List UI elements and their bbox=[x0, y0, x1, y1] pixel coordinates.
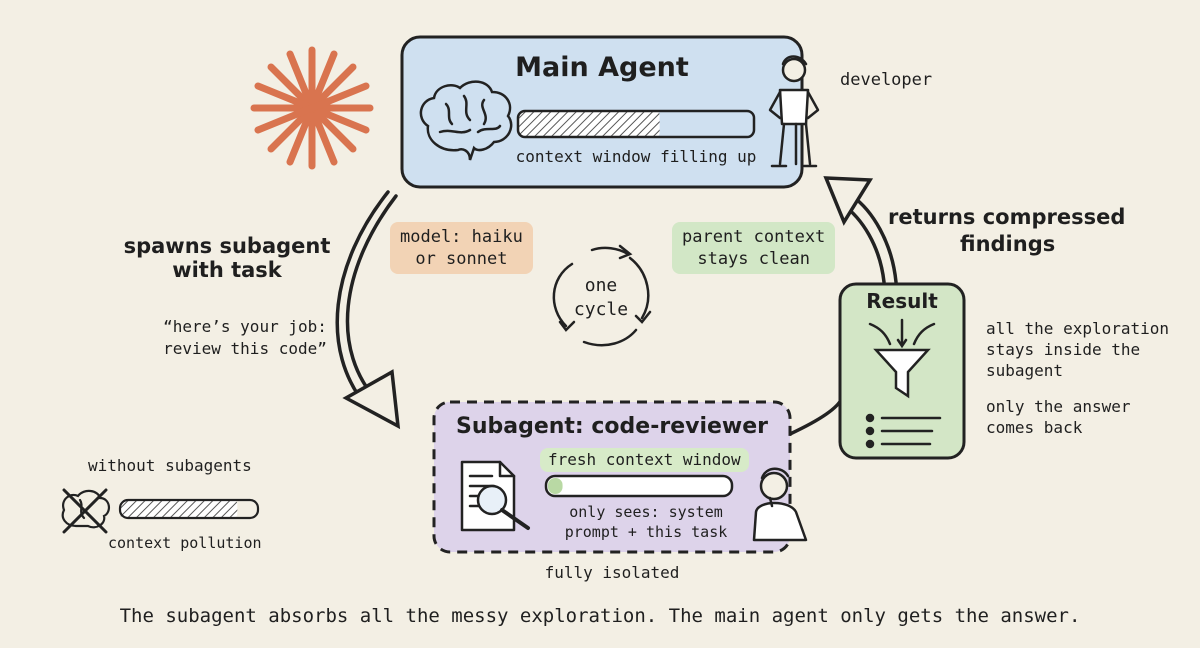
subagent-context-bar bbox=[544, 474, 734, 498]
parent-context-note: parent context stays clean bbox=[672, 222, 836, 274]
subagent-title: Subagent: code-reviewer bbox=[455, 414, 769, 439]
starburst-icon bbox=[250, 46, 374, 170]
spawn-label: spawns subagent with task bbox=[120, 234, 334, 282]
model-note: model: haiku or sonnet bbox=[390, 222, 533, 274]
fresh-context-label: fresh context window bbox=[540, 448, 749, 472]
isolation-caption: fully isolated bbox=[544, 563, 680, 582]
answer-note-line-2: comes back bbox=[986, 418, 1083, 437]
answer-note: only the answer comes back bbox=[986, 396, 1131, 438]
parent-note-line-1: parent context bbox=[682, 227, 826, 247]
cycle-label: one cycle bbox=[566, 274, 636, 322]
main-context-caption: context window filling up bbox=[515, 147, 757, 166]
developer-figure-icon bbox=[768, 55, 820, 168]
exploration-note-line-2: stays inside the bbox=[986, 340, 1141, 359]
job-quote: “here’s your job: review this code” bbox=[150, 316, 340, 360]
spawn-label-line-1: spawns subagent bbox=[123, 234, 331, 258]
funnel-icon bbox=[868, 318, 936, 399]
sees-note-line-1: only sees: system bbox=[569, 503, 723, 521]
returns-label-line-2: findings bbox=[960, 232, 1056, 256]
without-subagents-label: without subagents bbox=[88, 456, 252, 475]
return-arrow bbox=[788, 176, 898, 436]
returns-label-line-1: returns compressed bbox=[888, 205, 1126, 229]
developer-label: developer bbox=[840, 70, 933, 90]
brain-icon bbox=[419, 80, 513, 161]
answer-note-line-1: only the answer bbox=[986, 397, 1131, 416]
spawn-arrow bbox=[335, 190, 401, 430]
sees-note: only sees: system prompt + this task bbox=[556, 502, 736, 542]
spawn-label-line-2: with task bbox=[172, 258, 282, 283]
document-search-icon bbox=[460, 460, 530, 532]
cycle-label-line-2: cycle bbox=[573, 299, 629, 320]
findings-list-icon bbox=[865, 413, 942, 449]
main-context-bar bbox=[516, 109, 756, 139]
cycle-label-line-1: one bbox=[584, 275, 618, 296]
crossed-brain-icon bbox=[61, 488, 110, 534]
polluted-context-bar bbox=[118, 498, 260, 520]
exploration-note: all the exploration stays inside the sub… bbox=[986, 318, 1169, 381]
result-title: Result bbox=[866, 289, 938, 313]
footer-caption: The subagent absorbs all the messy explo… bbox=[119, 605, 1081, 627]
job-quote-line-2: review this code” bbox=[163, 339, 327, 358]
main-agent-title: Main Agent bbox=[515, 52, 689, 83]
cycle-icon bbox=[552, 244, 652, 347]
sees-note-line-2: prompt + this task bbox=[564, 523, 728, 541]
job-quote-line-1: “here’s your job: bbox=[163, 317, 327, 336]
thinking-reviewer-icon bbox=[752, 467, 808, 542]
exploration-note-line-3: subagent bbox=[986, 361, 1064, 380]
parent-note-line-2: stays clean bbox=[697, 249, 810, 269]
context-pollution-caption: context pollution bbox=[108, 534, 262, 552]
returns-label: returns compressed findings bbox=[888, 204, 1125, 258]
model-note-line-1: model: haiku bbox=[400, 227, 523, 247]
model-note-line-2: or sonnet bbox=[415, 249, 508, 269]
exploration-note-line-1: all the exploration bbox=[986, 319, 1170, 338]
